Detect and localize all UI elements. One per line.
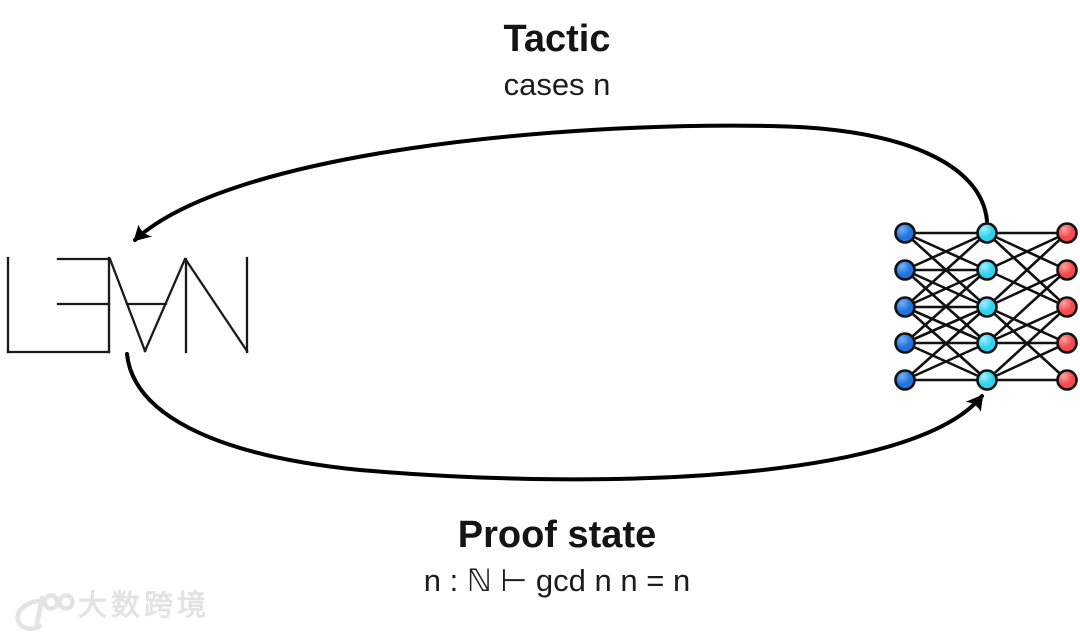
- network-edge: [986, 268, 1068, 309]
- network-edge: [904, 231, 988, 272]
- network-edge: [986, 231, 1068, 272]
- watermark-text: 大数跨境: [78, 590, 211, 622]
- network-edge: [904, 268, 988, 309]
- output-layer-node: [1056, 369, 1078, 391]
- hidden-layer-node: [976, 332, 998, 354]
- output-layer-node: [1056, 222, 1078, 244]
- network-edge: [904, 306, 988, 381]
- input-layer-node: [894, 332, 916, 354]
- proof-state-arrow: [125, 352, 984, 482]
- hidden-layer-node: [976, 222, 998, 244]
- cycle-arrows: [125, 123, 989, 482]
- tactic-arrow: [133, 123, 989, 242]
- output-layer-node: [1056, 296, 1078, 318]
- network-edge: [986, 232, 1068, 308]
- input-layer-node: [894, 296, 916, 318]
- hidden-layer-node: [976, 259, 998, 281]
- lean-logo: [6, 256, 249, 354]
- network-edge: [904, 232, 988, 308]
- hidden-layer-node: [976, 369, 998, 391]
- network-edge: [986, 305, 1068, 345]
- input-layer-node: [894, 222, 916, 244]
- watermark-logo-icon: [15, 593, 75, 631]
- input-layer-node: [894, 369, 916, 391]
- network-edge: [904, 305, 988, 345]
- network-edge: [986, 306, 1068, 381]
- watermark: 大数跨境: [10, 592, 210, 621]
- output-layer-node: [1056, 259, 1078, 281]
- network-edge: [986, 341, 1068, 382]
- hidden-layer-node: [976, 296, 998, 318]
- network-edge: [986, 269, 1068, 344]
- network-edge: [904, 341, 988, 382]
- network-edge: [904, 269, 988, 344]
- neural-network: [894, 222, 1078, 391]
- output-layer-node: [1056, 332, 1078, 354]
- input-layer-node: [894, 259, 916, 281]
